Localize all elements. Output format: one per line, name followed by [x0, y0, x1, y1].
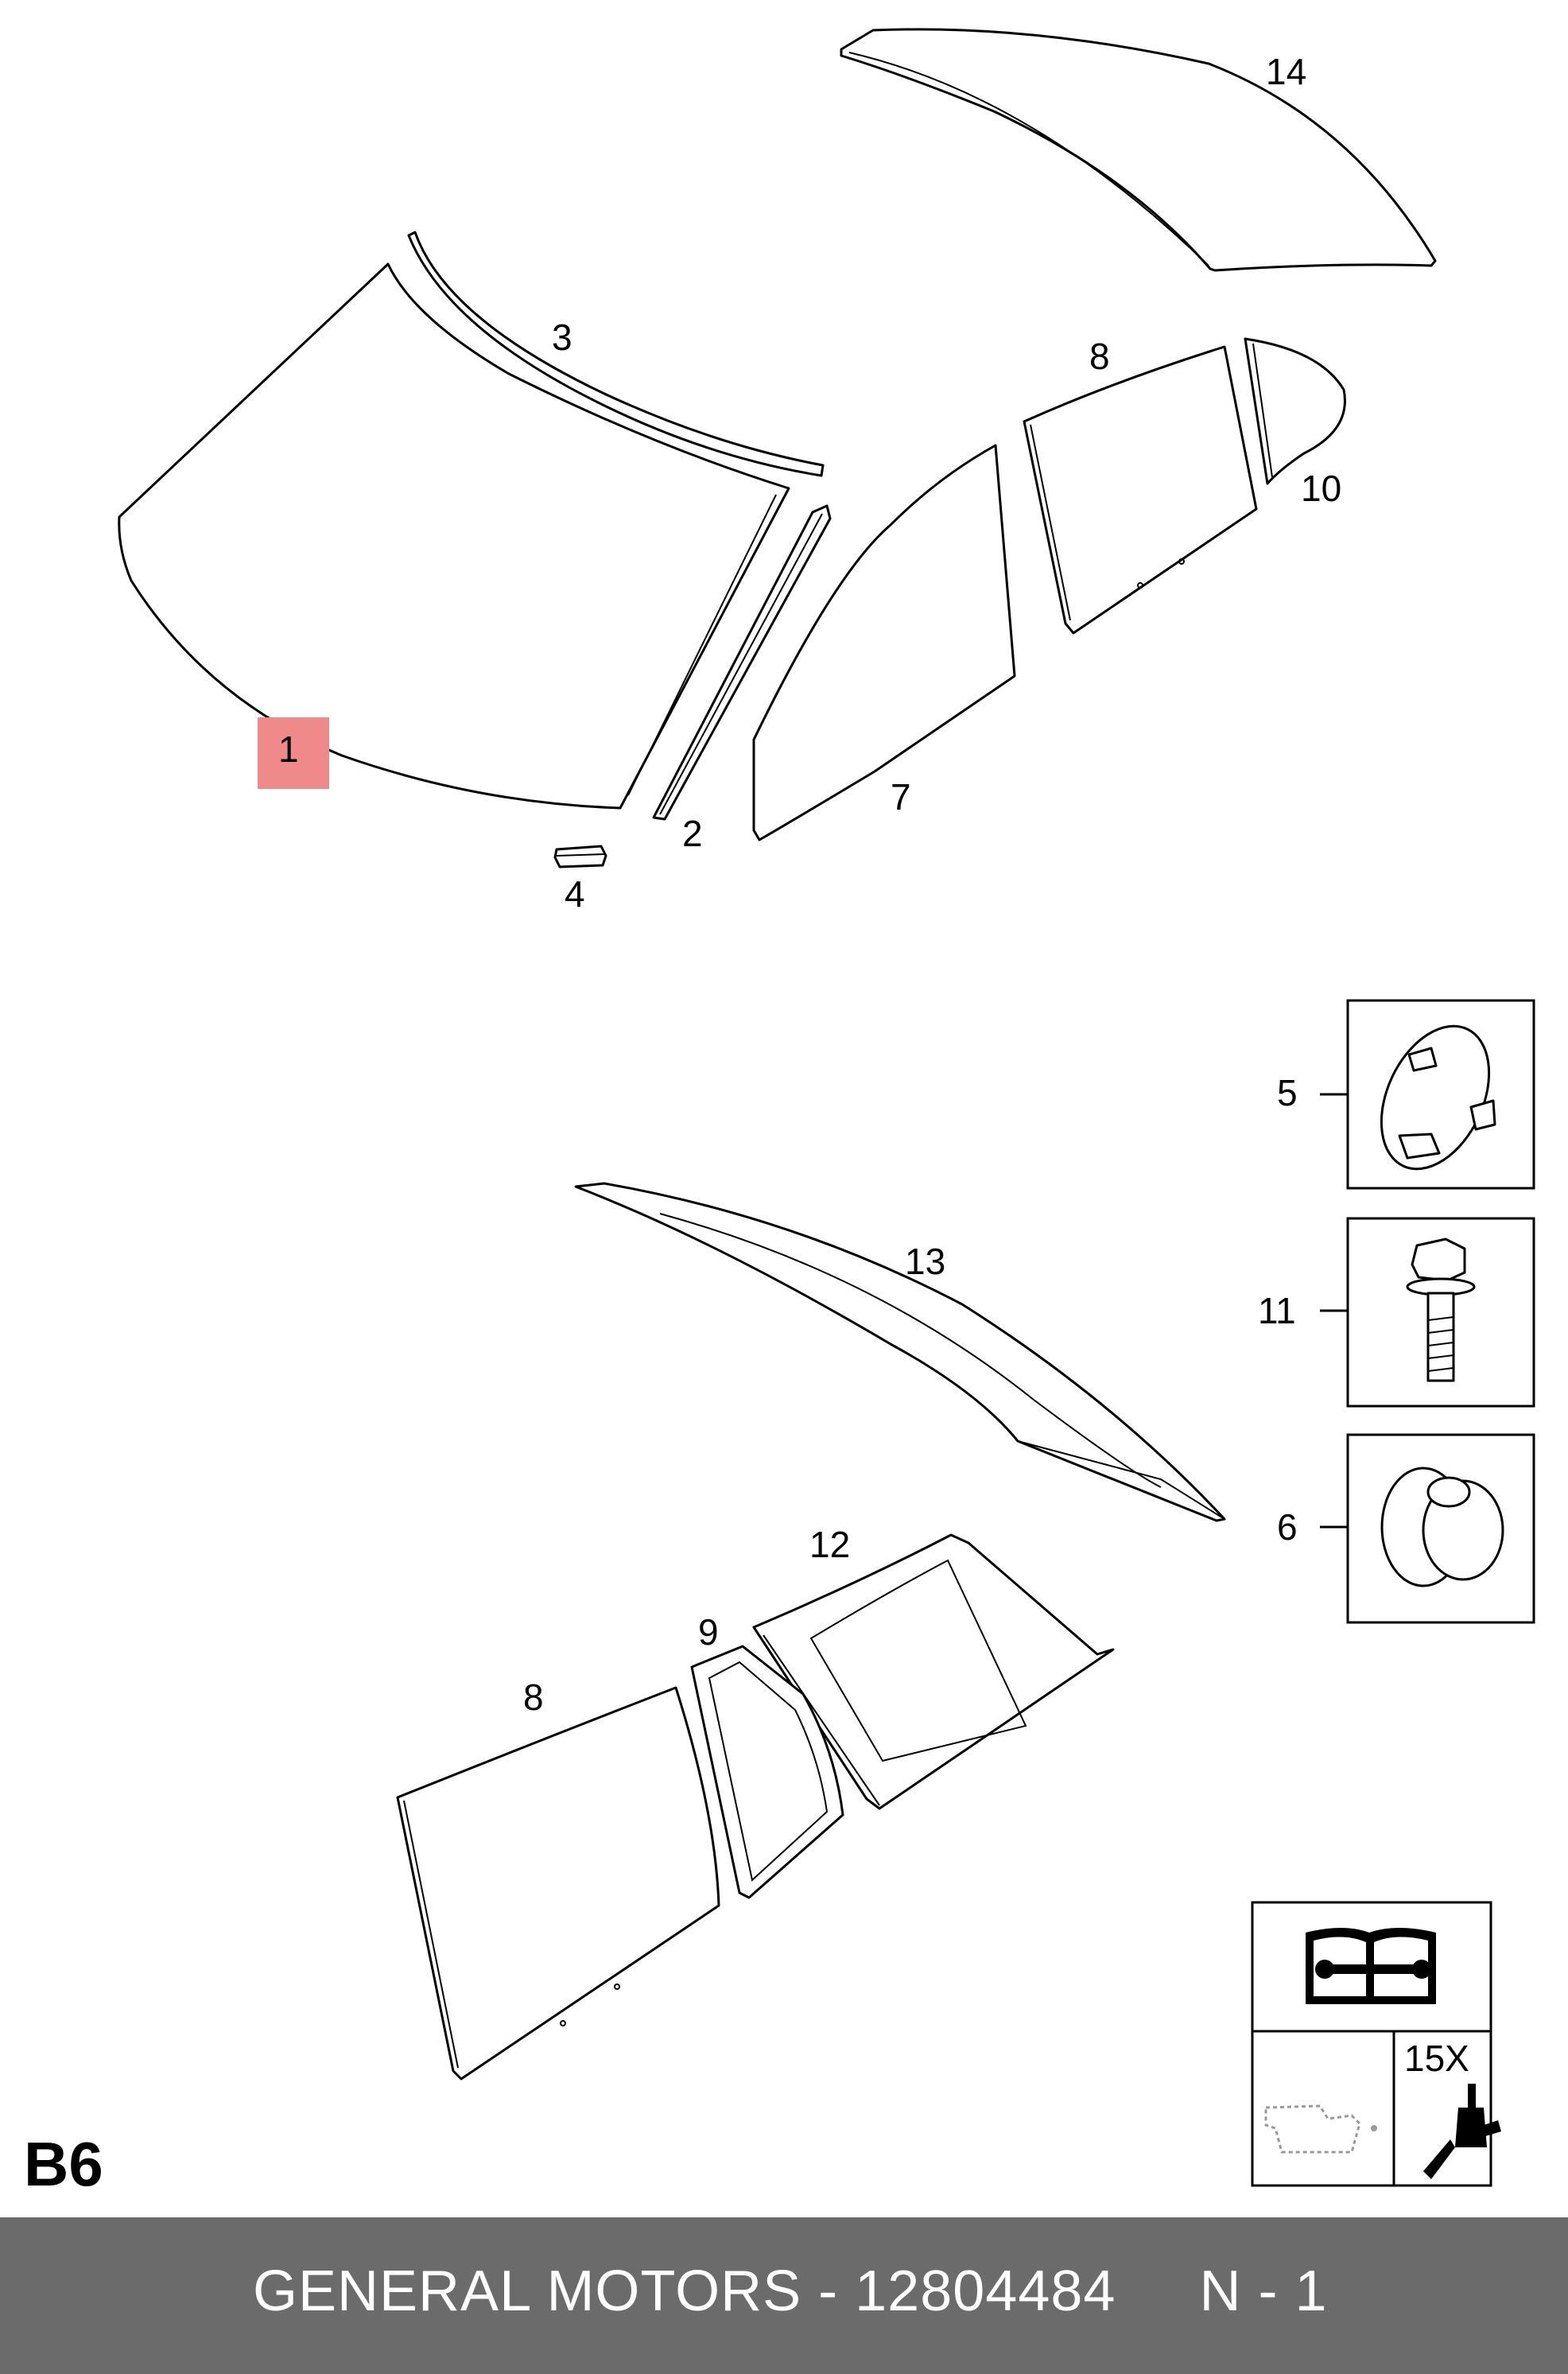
front-door-glass-part[interactable]: [752, 444, 1016, 841]
sealant-gun-icon: [1423, 2084, 1501, 2179]
callout-5: 5: [1277, 1072, 1298, 1113]
corner-glass-part[interactable]: [690, 1645, 844, 1899]
callout-6: 6: [1277, 1506, 1298, 1548]
footer-part-number: GENERAL MOTORS - 12804484 N - 1: [253, 2259, 1328, 2323]
sealant-box[interactable]: 15X: [1392, 2030, 1501, 2187]
top-molding-part[interactable]: [407, 231, 825, 477]
callout-8-upper: 8: [1089, 336, 1110, 377]
callout-10: 10: [1301, 468, 1341, 509]
quarter-window-part[interactable]: [752, 1533, 1115, 1810]
service-manual-box[interactable]: [1251, 1901, 1492, 2033]
service-manual-wrench-icon: [1306, 1928, 1436, 2004]
highlight-callout-1: [258, 717, 329, 789]
callout-1: 1: [278, 729, 299, 770]
callout-7: 7: [891, 776, 911, 818]
quantity-label: 15X: [1404, 2038, 1469, 2079]
footer-bar: [0, 2217, 1568, 2374]
fluid-container-icon: [1264, 2104, 1377, 2154]
bolt-box[interactable]: [1346, 1217, 1535, 1408]
callout-14: 14: [1266, 51, 1306, 92]
callout-9: 9: [698, 1611, 719, 1653]
rear-door-glass-upper-part[interactable]: [1023, 345, 1258, 635]
callout-13: 13: [905, 1241, 945, 1282]
callout-4: 4: [565, 873, 585, 915]
rear-window-part[interactable]: [574, 1182, 1226, 1522]
spacer-block-part[interactable]: [553, 845, 607, 868]
callout-12: 12: [809, 1524, 850, 1565]
callout-11: 11: [1258, 1290, 1296, 1331]
callout-2: 2: [682, 813, 703, 854]
pillar-molding-part[interactable]: [652, 504, 832, 821]
callout-3: 3: [552, 317, 572, 358]
fastener-clip-box[interactable]: [1346, 999, 1535, 1190]
rear-door-glass-lower-part[interactable]: [396, 1686, 720, 2081]
section-label: B6: [24, 2129, 103, 2199]
callout-8-lower: 8: [523, 1677, 544, 1718]
fluid-box[interactable]: [1251, 2030, 1395, 2187]
roof-glass-part[interactable]: [840, 28, 1437, 272]
quarter-vent-glass-part[interactable]: [1244, 337, 1346, 485]
windshield-part[interactable]: [118, 262, 790, 810]
grommet-box[interactable]: [1346, 1433, 1535, 1624]
